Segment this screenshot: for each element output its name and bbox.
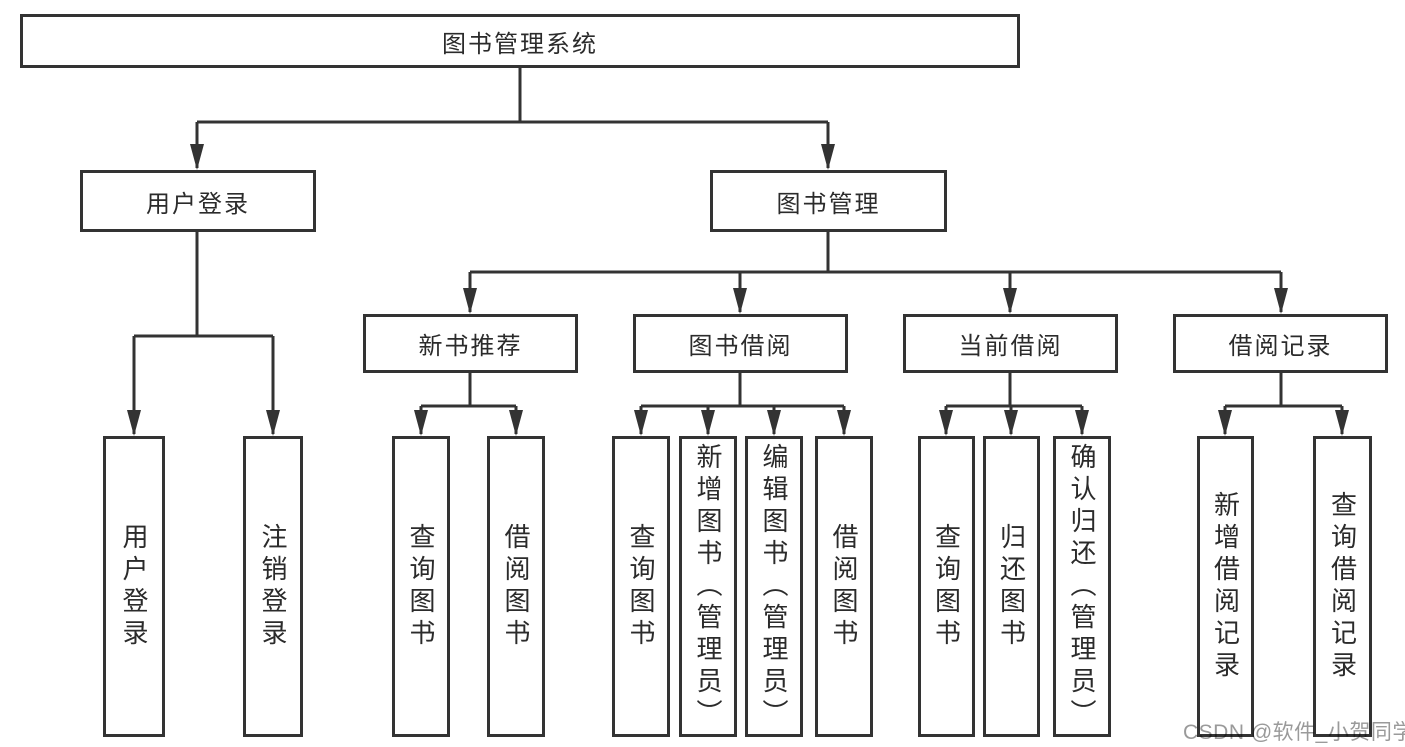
leaf-label: 用户登录 <box>119 522 149 651</box>
node-book-borrowing: 图书借阅 <box>633 314 848 373</box>
leaf-label: 借阅图书 <box>829 522 859 651</box>
node-library-management-system: 图书管理系统 <box>20 14 1020 68</box>
node-label: 借阅记录 <box>1228 333 1333 360</box>
leaf-label: 查询图书 <box>931 522 962 651</box>
leaf-query-books-current: 查询图书 <box>918 436 975 737</box>
leaf-label: 借阅图书 <box>501 522 531 651</box>
node-label: 图书管理 <box>776 190 881 218</box>
leaf-borrow-books: 借阅图书 <box>815 436 873 737</box>
leaf-label: 查询图书 <box>406 522 436 651</box>
leaf-query-books-recommend: 查询图书 <box>392 436 450 737</box>
leaf-label: 新增借阅记录 <box>1210 490 1241 683</box>
node-borrowing-records: 借阅记录 <box>1173 314 1388 373</box>
leaf-label: 归还图书 <box>996 522 1027 651</box>
leaf-label: 查询图书 <box>626 522 656 651</box>
leaf-borrow-books-recommend: 借阅图书 <box>487 436 545 737</box>
leaf-user-login: 用户登录 <box>103 436 165 737</box>
leaf-label: 编辑图书（管理员） <box>759 442 789 731</box>
leaf-query-books-borrow: 查询图书 <box>612 436 670 737</box>
node-current-borrowing: 当前借阅 <box>903 314 1118 373</box>
leaf-label: 注销登录 <box>258 522 288 651</box>
leaf-add-books-admin: 新增图书（管理员） <box>679 436 737 737</box>
leaf-edit-books-admin: 编辑图书（管理员） <box>745 436 803 737</box>
leaf-label: 新增图书（管理员） <box>693 442 723 731</box>
node-book-management: 图书管理 <box>710 170 947 232</box>
node-label: 图书借阅 <box>688 333 793 360</box>
leaf-query-borrow-record: 查询借阅记录 <box>1313 436 1372 737</box>
node-label: 当前借阅 <box>958 333 1063 360</box>
node-label: 用户登录 <box>146 190 250 218</box>
leaf-label: 确认归还（管理员） <box>1067 442 1097 731</box>
leaf-add-borrow-record: 新增借阅记录 <box>1197 436 1254 737</box>
node-new-book-recommend: 新书推荐 <box>363 314 578 373</box>
leaf-label: 查询借阅记录 <box>1327 490 1358 683</box>
csdn-watermark: CSDN @软件_小贺同学 <box>1183 721 1405 744</box>
node-user-login: 用户登录 <box>80 170 316 232</box>
leaf-logout: 注销登录 <box>243 436 303 737</box>
leaf-confirm-return-admin: 确认归还（管理员） <box>1053 436 1111 737</box>
node-label: 图书管理系统 <box>442 30 598 58</box>
leaf-return-books: 归还图书 <box>983 436 1040 737</box>
node-label: 新书推荐 <box>418 333 523 360</box>
